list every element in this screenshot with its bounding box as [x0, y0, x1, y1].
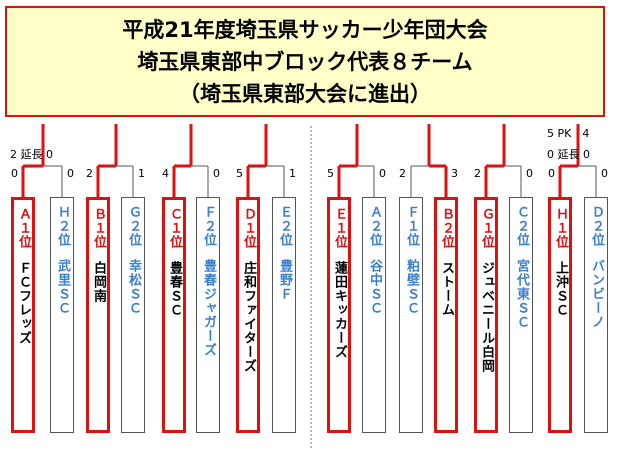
team-seed: Ｄ２位 — [589, 205, 604, 247]
team-seed: Ａ１位 — [16, 207, 31, 249]
team-box: Ｇ１位ジュベニール白岡 — [474, 197, 498, 433]
team-seed: Ｇ１位 — [479, 207, 494, 249]
team-box: Ａ１位 ＦＣフレッズ — [11, 197, 35, 433]
title-line-1: 平成21年度埼玉県サッカー少年団大会 — [122, 17, 488, 42]
score-right: 0 — [213, 167, 220, 180]
team-box: Ｄ１位庄和ファイターズ — [236, 197, 260, 433]
team-name: 蓮田キッカーズ — [332, 261, 347, 359]
team-box: Ｇ２位幸松ＳＣ — [121, 197, 145, 433]
team-name: 谷中ＳＣ — [367, 259, 382, 315]
score-left: 5 — [236, 167, 243, 180]
team-seed: Ｆ２位 — [201, 205, 216, 247]
team-name: 豊春ＳＣ — [167, 261, 182, 317]
team-box: Ｆ２位豊春ジャガーズ — [196, 197, 220, 433]
pk-score: 5 PK 4 — [547, 127, 590, 140]
team-box: Ｈ２位武里ＳＣ — [50, 197, 74, 433]
score-right: 3 — [451, 167, 458, 180]
team-name: 宮代東ＳＣ — [514, 259, 529, 329]
extra-time-score: 0 延長 0 — [547, 148, 590, 161]
extra-time-score: 2 延長 0 — [10, 148, 53, 161]
score-right: 1 — [289, 167, 296, 180]
team-seed: Ｄ１位 — [241, 207, 256, 249]
team-box: Ｃ２位宮代東ＳＣ — [509, 197, 533, 433]
team-box: Ｈ１位上沖ＳＣ — [548, 197, 572, 433]
team-box: Ｃ１位豊春ＳＣ — [162, 197, 186, 433]
team-name: 白岡南 — [91, 261, 106, 303]
team-box: Ｅ２位豊野Ｆ — [272, 197, 296, 433]
team-seed: Ｇ２位 — [126, 205, 141, 247]
score-right: 0 — [601, 167, 608, 180]
team-name: 上沖ＳＣ — [553, 261, 568, 317]
score-right: 0 — [526, 167, 533, 180]
team-name: ＦＣフレッズ — [16, 261, 31, 345]
team-name: 豊春ジャガーズ — [201, 259, 216, 357]
team-seed: Ｈ２位 — [55, 205, 70, 247]
team-name: 粕壁ＳＣ — [404, 259, 419, 315]
score-left: 5 — [327, 167, 334, 180]
team-name: ジュベニール白岡 — [479, 261, 494, 373]
team-seed: Ｃ２位 — [514, 205, 529, 247]
team-box: Ａ２位谷中ＳＣ — [362, 197, 386, 433]
score-right: 0 — [379, 167, 386, 180]
score-left: 2 — [86, 167, 93, 180]
team-seed: Ｅ１位 — [332, 207, 347, 249]
score-left: 2 — [399, 167, 406, 180]
team-seed: Ｂ２位 — [439, 207, 454, 249]
team-seed: Ｅ２位 — [277, 205, 292, 247]
team-name: 庄和ファイターズ — [241, 261, 256, 373]
team-name: バンビーノ — [589, 259, 604, 329]
team-name: ストーム — [439, 261, 454, 317]
team-name: 武里ＳＣ — [55, 259, 70, 315]
title-line-2: 埼玉県東部中ブロック代表８チーム — [137, 49, 473, 74]
title-box: 平成21年度埼玉県サッカー少年団大会 埼玉県東部中ブロック代表８チーム （埼玉県… — [5, 6, 605, 117]
score-left: 4 — [162, 167, 169, 180]
team-box: Ｂ２位ストーム — [434, 197, 458, 433]
team-box: Ｂ１位白岡南 — [86, 197, 110, 433]
score-right: 0 — [67, 167, 74, 180]
team-box: Ｅ１位蓮田キッカーズ — [327, 197, 351, 433]
team-seed: Ｈ１位 — [553, 207, 568, 249]
team-name: 豊野Ｆ — [277, 259, 292, 301]
team-seed: Ｂ１位 — [91, 207, 106, 249]
team-box: Ｆ１位粕壁ＳＣ — [399, 197, 423, 433]
team-seed: Ａ２位 — [367, 205, 382, 247]
score-right: 1 — [138, 167, 145, 180]
score-left: 0 — [11, 167, 18, 180]
title-line-3: （埼玉県東部大会に進出） — [179, 81, 431, 106]
team-seed: Ｆ１位 — [404, 205, 419, 247]
team-seed: Ｃ１位 — [167, 207, 182, 249]
score-left: 0 — [548, 167, 555, 180]
team-box: Ｄ２位バンビーノ — [584, 197, 608, 433]
score-left: 2 — [474, 167, 481, 180]
team-name: 幸松ＳＣ — [126, 259, 141, 315]
